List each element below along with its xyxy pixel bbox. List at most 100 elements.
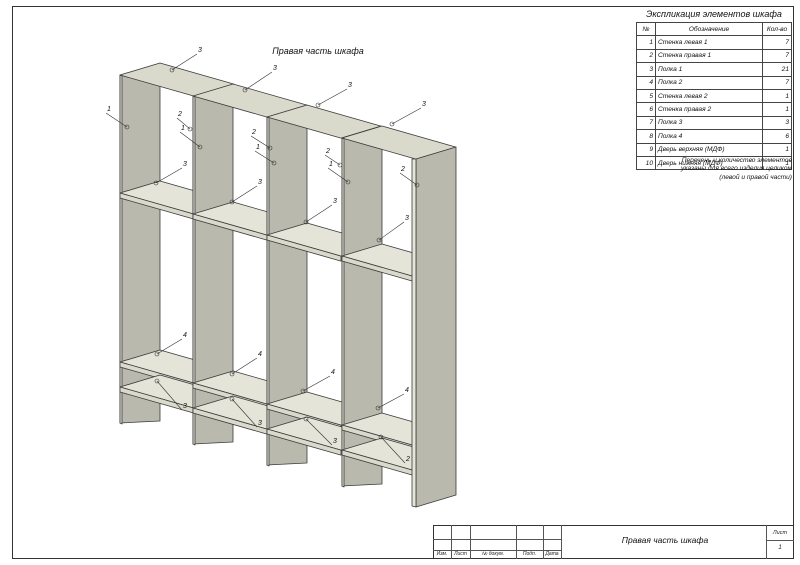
panel-edge: [119, 74, 123, 425]
leader-dot: [315, 102, 321, 108]
title-block: [433, 525, 794, 559]
row-number: 6: [636, 102, 656, 117]
callout-label: 1: [256, 144, 260, 151]
title-block-line: [433, 550, 561, 551]
leader-dot: [389, 121, 395, 127]
callout-label: 3: [405, 215, 409, 222]
callout-label: 4: [331, 369, 335, 376]
leader-dot: [124, 124, 130, 130]
sheet-frame: [12, 6, 794, 559]
title-block-line: [766, 525, 767, 559]
table-header-row: № Обозначение Кол-во: [636, 21, 792, 37]
panel-edge: [192, 95, 196, 446]
title-block-line: [543, 525, 544, 559]
right-panel-edge: [411, 158, 417, 508]
callout-label: 4: [183, 332, 187, 339]
leader-dot: [414, 182, 420, 188]
leader-line: [156, 338, 183, 355]
label-sheet: Лист: [454, 551, 467, 557]
note-line: Перечень и количество элементов: [681, 157, 792, 164]
callout-label: 3: [273, 65, 277, 72]
row-qty: 1: [762, 155, 792, 171]
leader-line: [250, 135, 271, 149]
note-line: (левой и правой части): [719, 173, 792, 181]
callout-label: 3: [348, 82, 352, 89]
leader-dot: [267, 145, 273, 151]
leader-line: [327, 167, 349, 183]
leader-line: [324, 154, 341, 166]
note-line: указаны для всего изделия целиком: [681, 165, 792, 173]
leader-line: [377, 393, 405, 409]
sheet-number: 1: [778, 544, 782, 551]
leader-line: [179, 131, 201, 148]
leader-line: [231, 185, 258, 203]
leader-dot: [169, 67, 175, 73]
right-side-panel: [415, 146, 457, 508]
leader-dot: [300, 388, 306, 394]
drawing-title: Правая часть шкафа: [272, 46, 364, 56]
callout-label: 4: [258, 351, 262, 358]
callout-label: 3: [198, 47, 202, 54]
callout-label: 3: [333, 438, 337, 445]
callout-label: 3: [333, 198, 337, 205]
panel-edge: [266, 116, 270, 467]
leader-dot: [229, 199, 235, 205]
label-change: Изм.: [436, 551, 448, 557]
label-signature: Подп.: [522, 551, 537, 557]
row-qty: 21: [762, 62, 792, 77]
leader-dot: [154, 351, 160, 357]
leader-dot: [229, 396, 235, 402]
leader-dot: [187, 126, 193, 132]
row-name: Дверь нижняя (МДФ): [655, 155, 763, 171]
title-block-title: Правая часть шкафа: [621, 535, 709, 545]
leader-line: [231, 357, 258, 375]
callout-label: 1: [181, 125, 185, 132]
leader-line: [244, 71, 273, 91]
callout-label: 3: [258, 179, 262, 186]
panel-edge: [341, 137, 345, 488]
shelf-edge: [266, 428, 342, 456]
callout-label: 3: [422, 101, 426, 108]
row-qty: 1: [762, 102, 792, 117]
leader-line: [378, 221, 405, 241]
leader-line: [254, 150, 275, 164]
leader-line: [305, 204, 333, 223]
callout-label: 2: [251, 129, 256, 136]
leader-dot: [271, 160, 277, 166]
leader-line: [399, 172, 418, 186]
callout-label: 1: [107, 106, 111, 113]
sheet-label: Лист: [772, 530, 788, 536]
table-note: Перечень и количество элементов указаны …: [636, 157, 792, 182]
callout-label: 1: [329, 161, 333, 168]
shelf-edge: [266, 234, 342, 262]
callout-label: 3: [183, 161, 187, 168]
leader-line: [171, 53, 198, 71]
leader-line: [231, 398, 258, 428]
leader-line: [380, 436, 406, 464]
leader-dot: [229, 371, 235, 377]
leader-line: [317, 88, 348, 106]
row-qty: 1: [762, 88, 792, 104]
row-qty: 7: [762, 75, 792, 90]
leader-dot: [197, 144, 203, 150]
label-date: Дата: [545, 551, 559, 557]
title-block-line: [451, 525, 452, 559]
callout-label: 2: [177, 111, 182, 118]
title-block-line: [561, 525, 562, 559]
callout-label: 3: [258, 420, 262, 427]
callout-label: 3: [183, 403, 187, 410]
leader-dot: [376, 237, 382, 243]
leader-dot: [345, 179, 351, 185]
leader-line: [391, 107, 422, 125]
leader-dot: [242, 87, 248, 93]
title-block-line: [516, 525, 517, 559]
